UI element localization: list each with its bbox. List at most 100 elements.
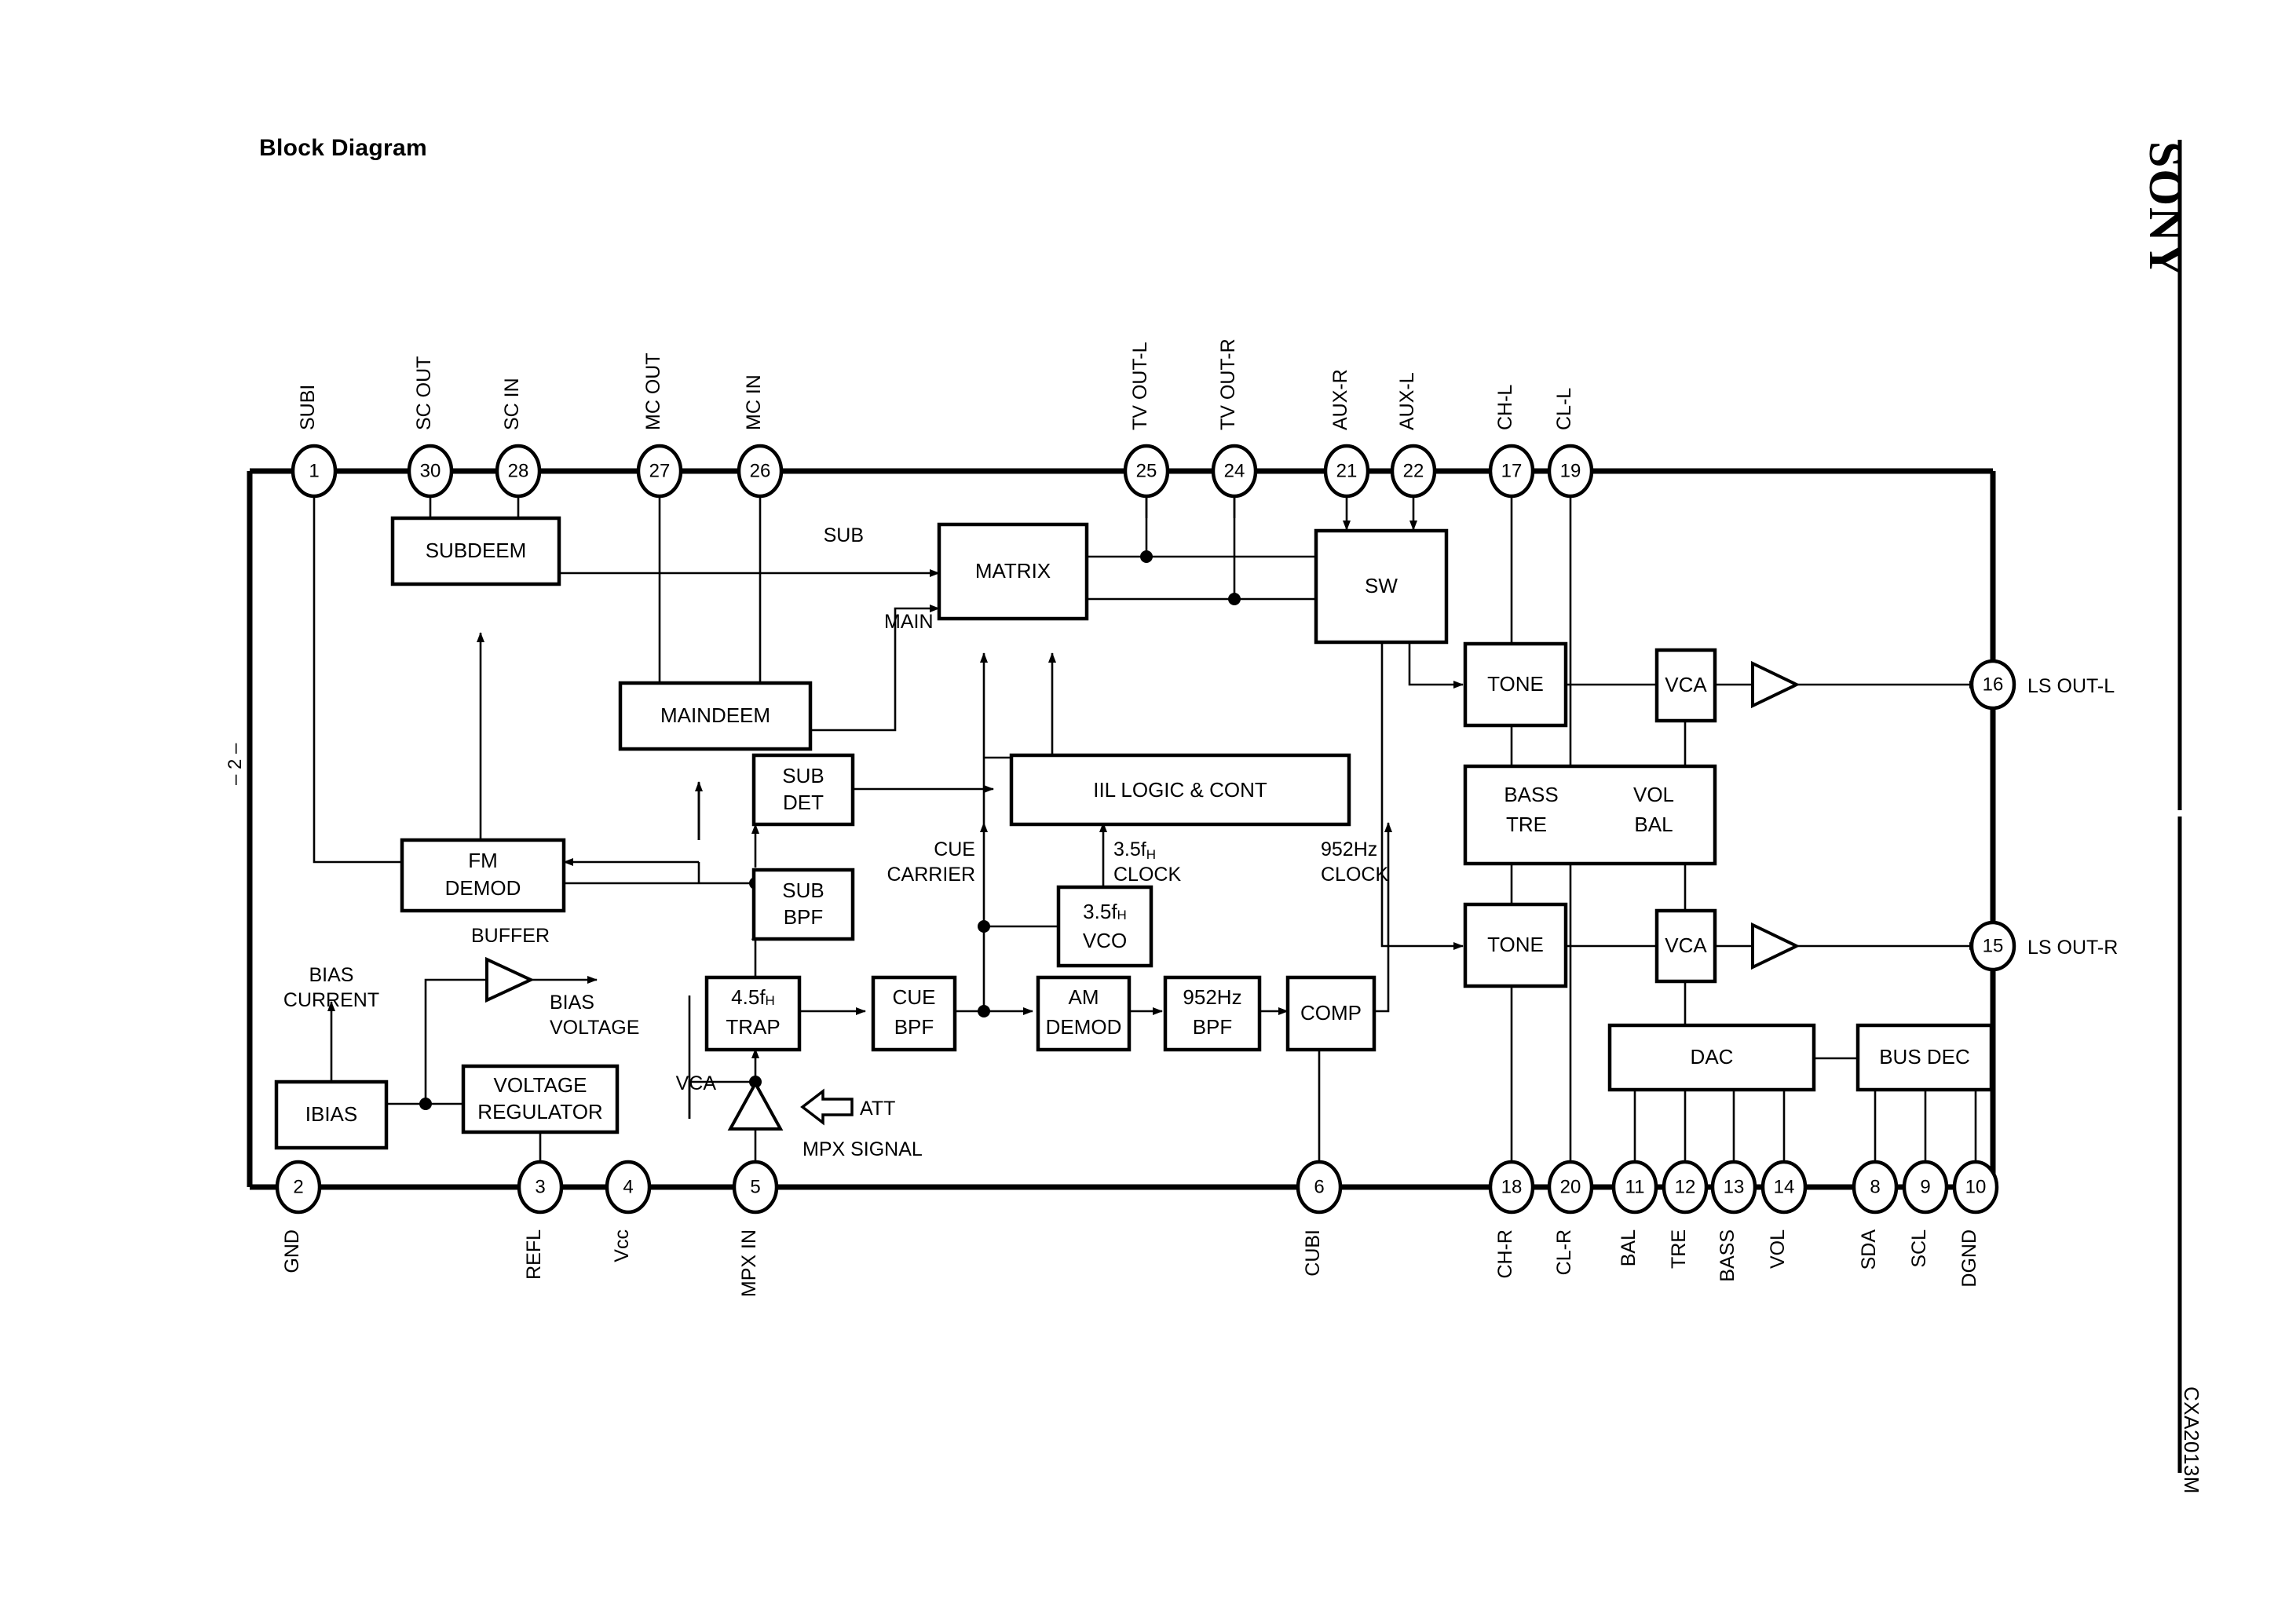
pin-circle-30[interactable] bbox=[407, 444, 454, 499]
block-matrix-label: MATRIX bbox=[975, 559, 1051, 583]
pin-circle-4[interactable] bbox=[605, 1160, 652, 1215]
block-tre-label: TRE bbox=[1506, 813, 1547, 836]
pin-label-clr: CL-R bbox=[1553, 1229, 1575, 1275]
pin-label-tre: TRE bbox=[1668, 1229, 1690, 1269]
block-fm-demod[interactable] bbox=[400, 838, 566, 913]
block-ibias-label: IBIAS bbox=[305, 1102, 357, 1126]
label-sub: SUB bbox=[824, 524, 864, 546]
block-maindeem[interactable] bbox=[618, 681, 813, 751]
pin-label-gnd: GND bbox=[281, 1229, 303, 1273]
block-voltage-regulator[interactable] bbox=[461, 1064, 620, 1134]
pin-circle-21[interactable] bbox=[1323, 444, 1370, 499]
block-dac[interactable] bbox=[1607, 1023, 1816, 1092]
pin-num-24: 24 bbox=[1224, 460, 1245, 481]
label-cue-1: CUE bbox=[934, 838, 975, 860]
block-bus-dec[interactable] bbox=[1855, 1023, 1994, 1092]
pin-circle-20[interactable] bbox=[1547, 1160, 1594, 1215]
pin-circle-27[interactable] bbox=[636, 444, 683, 499]
pin-group-right: 16 LS OUT-L 15 LS OUT-R bbox=[1969, 659, 2118, 972]
block-ibias[interactable] bbox=[274, 1080, 389, 1150]
block-vca-left[interactable] bbox=[1654, 648, 1717, 723]
block-vca-right[interactable] bbox=[1654, 908, 1717, 984]
pin-label-auxr: AUX-R bbox=[1329, 369, 1351, 430]
pin-circle-9[interactable] bbox=[1902, 1160, 1949, 1215]
pin-group-top: 1 SUBI 30 SC OUT 28 SC IN 27 MC OUT 26 M… bbox=[291, 338, 1594, 499]
block-comp[interactable] bbox=[1285, 975, 1377, 1052]
pin-label-sda: SDA bbox=[1858, 1229, 1880, 1270]
amplifier-left-icon bbox=[1751, 660, 1801, 709]
pin-num-27: 27 bbox=[649, 460, 671, 481]
wire-main-matrix bbox=[810, 605, 940, 732]
pin-circle-15[interactable] bbox=[1969, 920, 2016, 972]
block-iil-logic[interactable] bbox=[1009, 753, 1351, 827]
pin-circle-19[interactable] bbox=[1547, 444, 1594, 499]
pin-circle-11[interactable] bbox=[1611, 1160, 1658, 1215]
pin-circle-1[interactable] bbox=[291, 444, 338, 499]
wire-sw-tone-l bbox=[1408, 642, 1464, 689]
pin-circle-18[interactable] bbox=[1488, 1160, 1535, 1215]
block-vco-label1: 3.5fH bbox=[1083, 900, 1127, 923]
pin-circle-14[interactable] bbox=[1760, 1160, 1808, 1215]
pin-num-9: 9 bbox=[1920, 1176, 1930, 1197]
pin-circle-12[interactable] bbox=[1662, 1160, 1709, 1215]
pin-circle-22[interactable] bbox=[1390, 444, 1437, 499]
pin-label-auxl: AUX-L bbox=[1396, 372, 1418, 430]
wire-subi-fmdemod bbox=[313, 471, 402, 864]
block-tone-right[interactable] bbox=[1463, 902, 1568, 988]
block-tone-left[interactable] bbox=[1463, 641, 1568, 728]
block-sw[interactable] bbox=[1314, 528, 1449, 645]
block-cue-bpf-label1: CUE bbox=[893, 985, 936, 1009]
pin-num-11: 11 bbox=[1625, 1176, 1645, 1197]
pin-label-scl: SCL bbox=[1908, 1229, 1930, 1268]
block-bal-label: BAL bbox=[1634, 813, 1673, 836]
pin-label-tvoutr: TV OUT-R bbox=[1217, 338, 1239, 430]
pin-circle-2[interactable] bbox=[275, 1160, 322, 1215]
block-cue-bpf[interactable] bbox=[871, 975, 957, 1052]
block-bass-vol[interactable] bbox=[1463, 764, 1717, 866]
block-maindeem-label: MAINDEEM bbox=[660, 703, 770, 727]
pin-num-2: 2 bbox=[293, 1176, 303, 1197]
pin-label-scin: SC IN bbox=[501, 378, 523, 430]
pin-num-10: 10 bbox=[1965, 1176, 1987, 1197]
pin-num-15: 15 bbox=[1983, 935, 2004, 956]
block-952-bpf-label2: BPF bbox=[1193, 1015, 1233, 1039]
block-sub-det[interactable] bbox=[751, 753, 855, 827]
pin-circle-10[interactable] bbox=[1952, 1160, 1999, 1215]
block-matrix[interactable] bbox=[937, 522, 1089, 621]
pin-circle-13[interactable] bbox=[1710, 1160, 1757, 1215]
pin-num-6: 6 bbox=[1314, 1176, 1324, 1197]
block-952-bpf[interactable] bbox=[1163, 975, 1262, 1052]
block-iil-logic-label: IIL LOGIC & CONT bbox=[1093, 778, 1267, 802]
pin-circle-24[interactable] bbox=[1211, 444, 1258, 499]
pin-circle-8[interactable] bbox=[1852, 1160, 1899, 1215]
label-main: MAIN bbox=[884, 611, 934, 633]
pin-circle-3[interactable] bbox=[517, 1160, 564, 1215]
pin-label-cubi: CUBI bbox=[1302, 1229, 1324, 1277]
block-vca-right-label: VCA bbox=[1665, 933, 1707, 957]
block-subdeem[interactable] bbox=[390, 516, 561, 586]
pin-circle-26[interactable] bbox=[737, 444, 784, 499]
pin-circle-5[interactable] bbox=[732, 1160, 779, 1215]
block-am-demod[interactable] bbox=[1036, 975, 1132, 1052]
block-sub-det-label2: DET bbox=[783, 791, 824, 814]
pin-label-mcin: MC IN bbox=[743, 374, 765, 430]
pin-circle-6[interactable] bbox=[1296, 1160, 1343, 1215]
pin-num-8: 8 bbox=[1870, 1176, 1880, 1197]
pin-circle-28[interactable] bbox=[495, 444, 542, 499]
pin-num-16: 16 bbox=[1983, 674, 2004, 695]
pin-circle-25[interactable] bbox=[1123, 444, 1170, 499]
page-title: Block Diagram bbox=[259, 135, 427, 161]
pin-circle-16[interactable] bbox=[1969, 659, 2016, 711]
pin-num-25: 25 bbox=[1136, 460, 1157, 481]
block-sub-bpf[interactable] bbox=[751, 868, 855, 941]
pin-num-21: 21 bbox=[1336, 460, 1358, 481]
block-952-bpf-label1: 952Hz bbox=[1183, 985, 1241, 1009]
block-trap[interactable] bbox=[704, 975, 802, 1052]
pin-num-14: 14 bbox=[1774, 1176, 1795, 1197]
wire-sw-tone-r bbox=[1380, 642, 1464, 950]
block-vco[interactable] bbox=[1056, 885, 1153, 968]
label-35clock-2: CLOCK bbox=[1113, 864, 1181, 886]
pin-circle-17[interactable] bbox=[1488, 444, 1535, 499]
